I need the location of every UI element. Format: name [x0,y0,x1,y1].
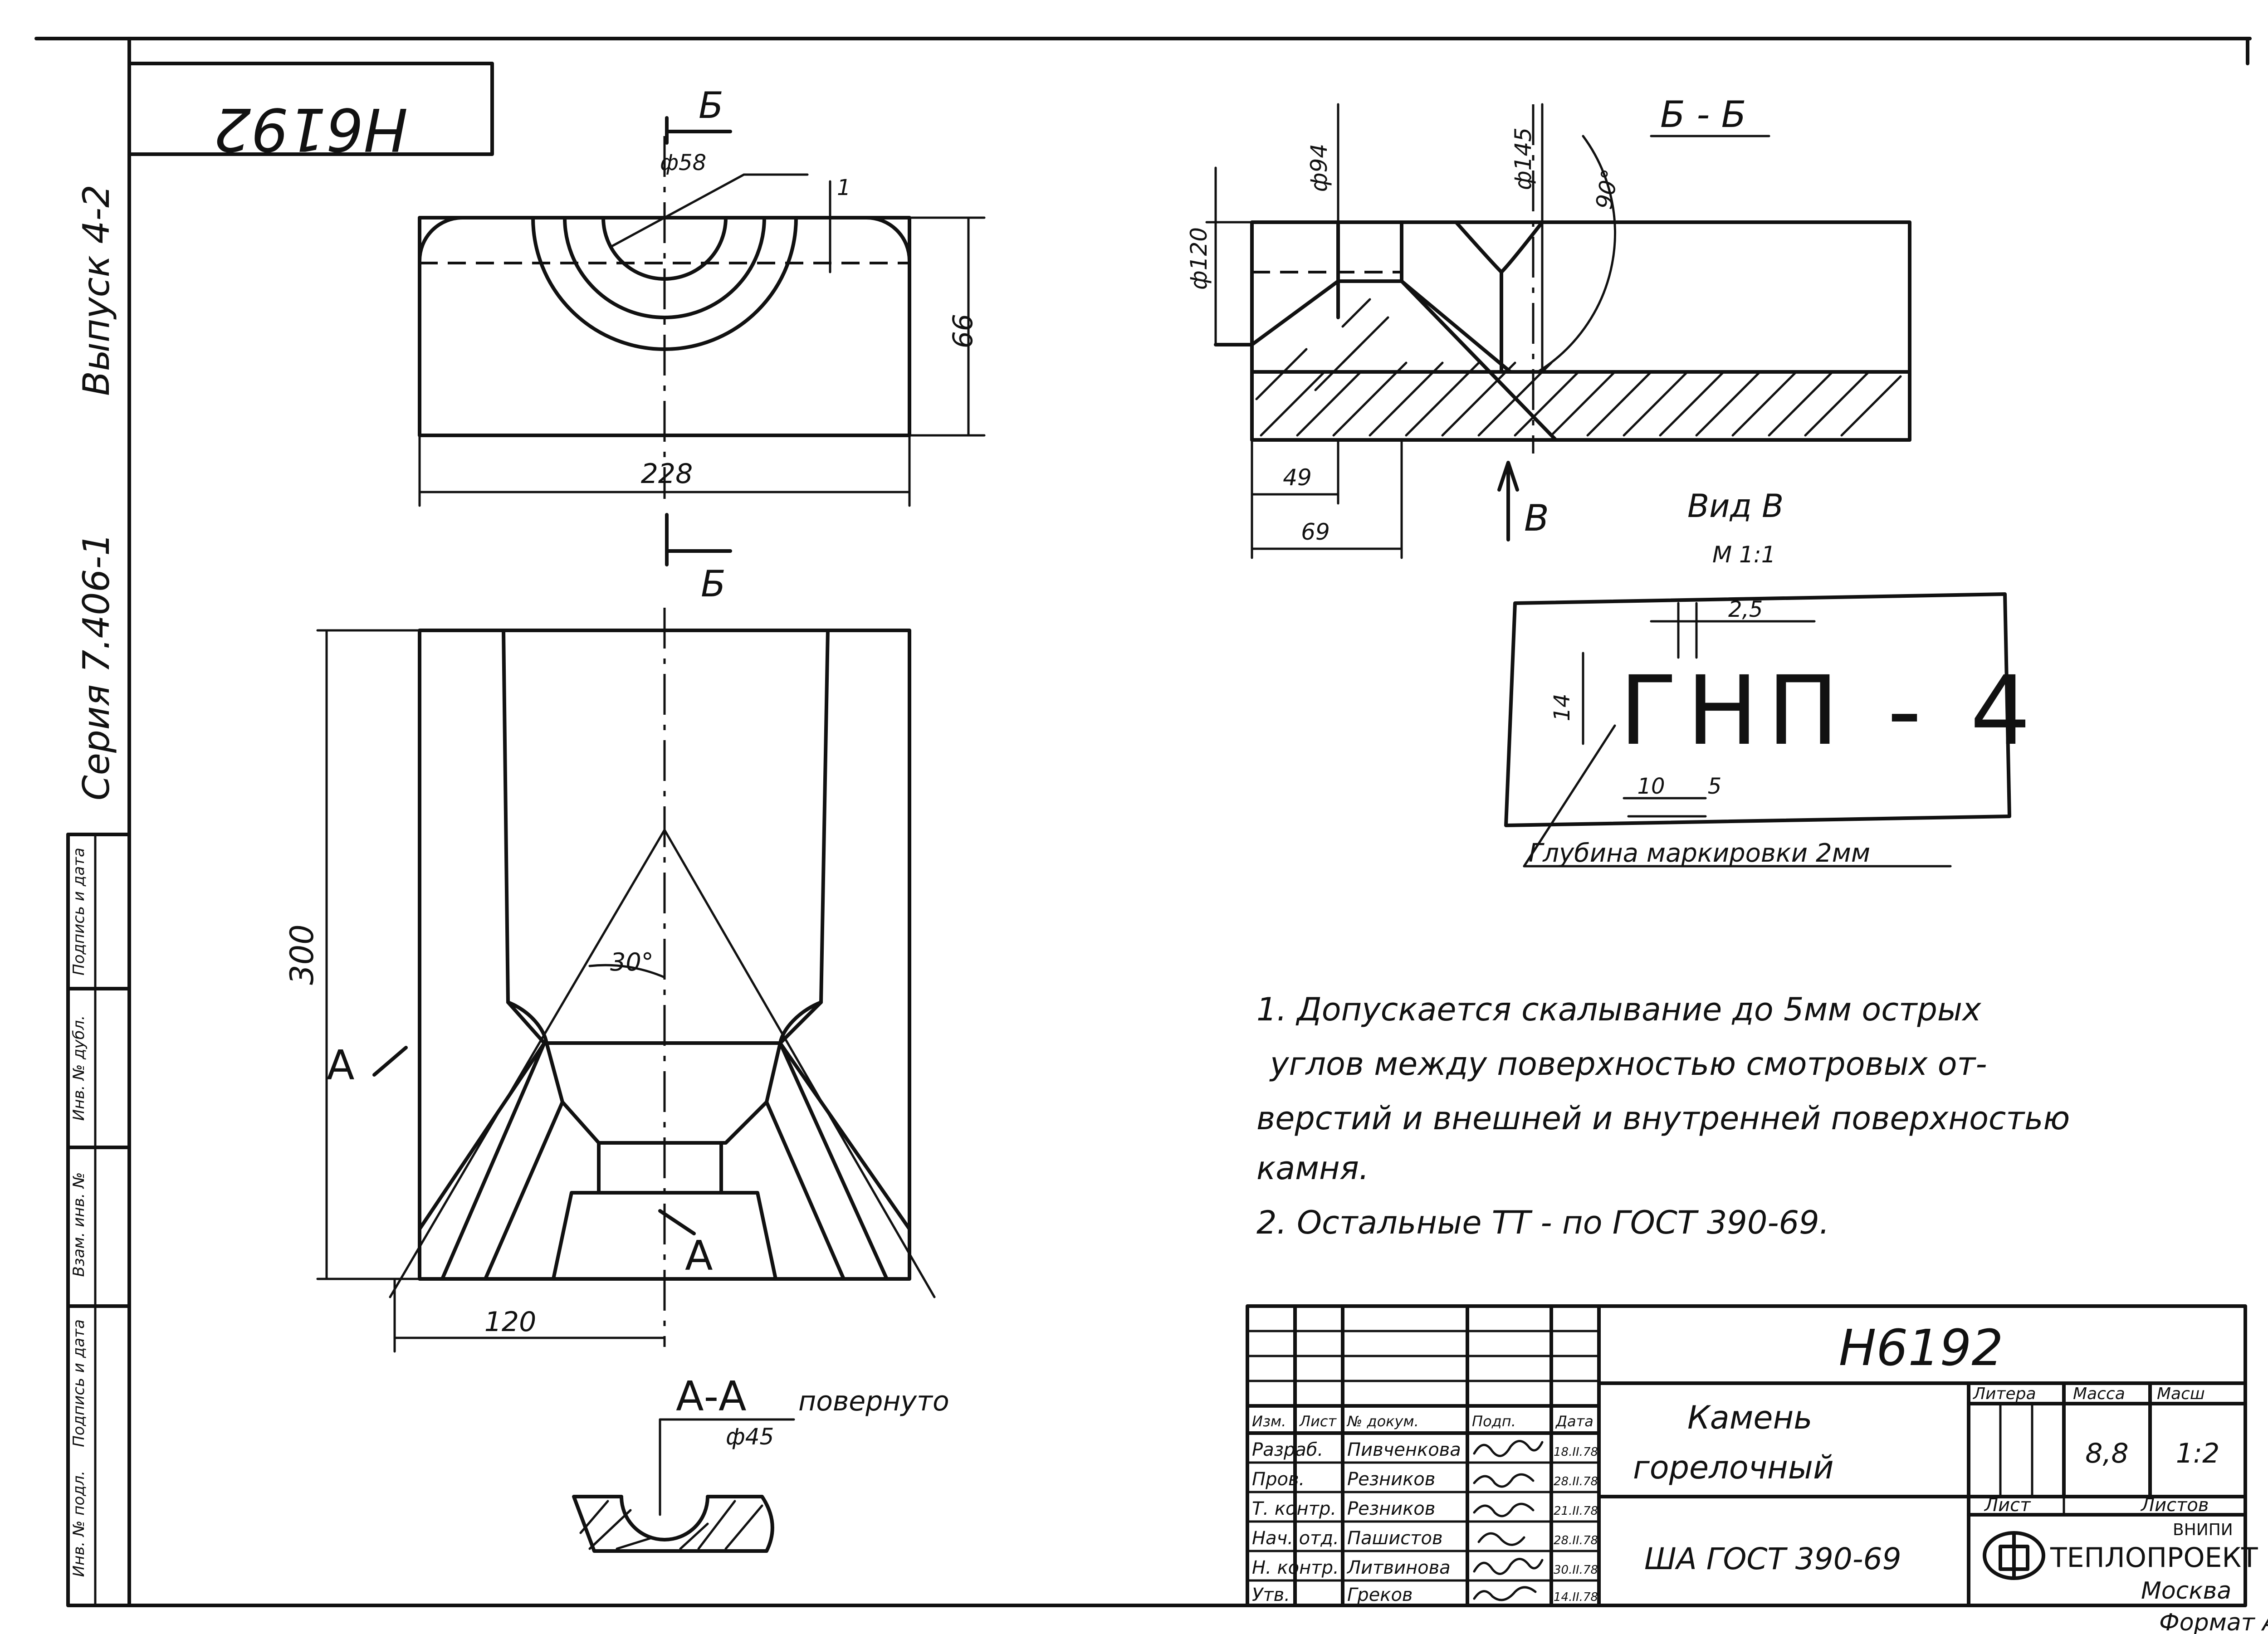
dim-d120: ф120 [1186,227,1212,290]
stamp-label-2: Подпись и дата [70,1319,88,1447]
row-name: Пивченкова [1347,1439,1461,1460]
dim-1: 1 [837,175,851,200]
dim-5: 5 [1708,774,1722,799]
section-bb-title: Б - Б [1660,93,1746,136]
note-line-1: 1. Допускается скалывание до 5мм острых [1256,991,1981,1028]
col-header-list: Лист [1299,1413,1337,1430]
section-aa-rotated: повернуто [798,1385,949,1417]
title-name-line2: горелочный [1633,1449,1834,1486]
col-header-doc: № докум. [1346,1413,1419,1430]
title-standard: ША ГОСТ 390-69 [1644,1541,1901,1576]
stamp-label-5: Подпись и дата [70,848,88,976]
dim-49: 49 [1283,464,1312,491]
notes-block: 1. Допускается скалывание до 5мм острых … [1256,991,2070,1241]
marking-depth-note: Глубина маркировки 2мм [1529,839,1870,868]
note-line-5: 2. Остальные ТТ - по ГОСТ 390-69. [1256,1204,1829,1241]
top-code-label: Н6192 [214,95,408,164]
row-role: Разраб. [1252,1439,1323,1460]
row-name: Греков [1347,1585,1413,1605]
row-date: 21.II.78 [1554,1504,1598,1518]
title-code: Н6192 [1839,1319,2004,1377]
dim-d94: ф94 [1306,144,1332,192]
row-date: 18.II.78 [1554,1445,1598,1459]
dim-d45: ф45 [726,1424,774,1450]
dim-d145: ф145 [1510,127,1536,190]
section-bb-view [1205,103,1911,559]
cut-mark-a-left: А [327,1042,355,1089]
dim-300: 300 [284,924,321,985]
teploproekt-logo [1983,1531,2045,1580]
row-role: Нач. отд. [1252,1528,1339,1549]
note-line-2: углов между поверхностью смотровых от- [1269,1045,1987,1083]
view-b-title: Вид В [1687,488,1784,525]
dim-99: 99 [946,314,978,348]
format-label: Формат А3 [2159,1609,2268,1634]
front-view [418,116,986,566]
dim-d58: ф58 [660,150,706,176]
org-small-label: ВНИПИ [2173,1521,2233,1539]
col-header-date: Дата [1555,1413,1593,1430]
marking-text: ГНП - 4 [1619,655,2040,766]
litera-label: Литера [1972,1385,2036,1403]
signature-rows: Разраб. Пивченкова 18.II.78 Пров. Резник… [1252,1439,1598,1605]
dim-angle-90: 90° [1591,167,1624,211]
drawing-frame [34,37,2252,1607]
dim-120: 120 [484,1306,537,1338]
row-name: Пашистов [1347,1528,1443,1549]
masshtab-label: Масш [2157,1385,2205,1403]
signature-scribbles [1473,1440,1544,1601]
row-name: Резников [1347,1498,1435,1519]
section-aa-view [572,1418,795,1553]
section-mark-b-bottom: Б [701,563,726,605]
dim-2-5: 2,5 [1728,597,1763,622]
view-arrow-label: В [1524,497,1549,539]
row-date: 14.II.78 [1554,1590,1598,1604]
row-role: Т. контр. [1252,1498,1336,1519]
stamp-label-1: Инв. № подл. [70,1471,88,1577]
stamp-label-4: Инв. № дубл. [70,1015,88,1121]
listov-label: Листов [2140,1495,2209,1516]
view-b-scale: М 1:1 [1712,541,1776,568]
org-name-label: ТЕПЛОПРОЕКТ [2050,1542,2258,1574]
dim-10: 10 [1637,774,1665,799]
dim-angle-30: 30° [610,948,654,976]
title-block [1246,1304,2247,1607]
section-mark-b-top: Б [699,84,723,127]
title-name-line1: Камень [1687,1399,1813,1436]
dim-14: 14 [1549,693,1575,721]
row-date: 30.II.78 [1554,1563,1598,1577]
series-label: Серия 7.406-1 [75,533,117,800]
dim-69: 69 [1301,519,1330,545]
row-name: Литвинова [1346,1557,1451,1578]
dim-228: 228 [641,458,693,490]
city-label: Москва [2141,1577,2231,1605]
issue-label: Выпуск 4-2 [75,185,117,396]
row-date: 28.II.78 [1554,1475,1598,1488]
marking-view [1504,592,2011,868]
stamp-label-3: Взам. инв. № [70,1172,88,1277]
col-header-izm: Изм. [1252,1413,1286,1430]
row-role: Н. контр. [1252,1557,1339,1578]
plan-view [316,608,936,1353]
row-name: Резников [1347,1469,1435,1490]
section-aa-title: А-А [676,1373,747,1420]
note-line-3: верстий и внешней и внутренней поверхнос… [1256,1100,2070,1137]
row-date: 28.II.78 [1554,1534,1598,1547]
list-label: Лист [1984,1495,2031,1516]
massa-label: Масса [2073,1385,2125,1403]
note-line-4: камня. [1256,1150,1369,1187]
col-header-sign: Подп. [1472,1413,1516,1430]
mass-value: 8,8 [2085,1438,2128,1469]
scale-value: 1:2 [2176,1438,2220,1469]
row-role: Утв. [1252,1585,1290,1605]
cut-mark-a-right: А [685,1232,713,1280]
row-role: Пров. [1252,1469,1305,1490]
